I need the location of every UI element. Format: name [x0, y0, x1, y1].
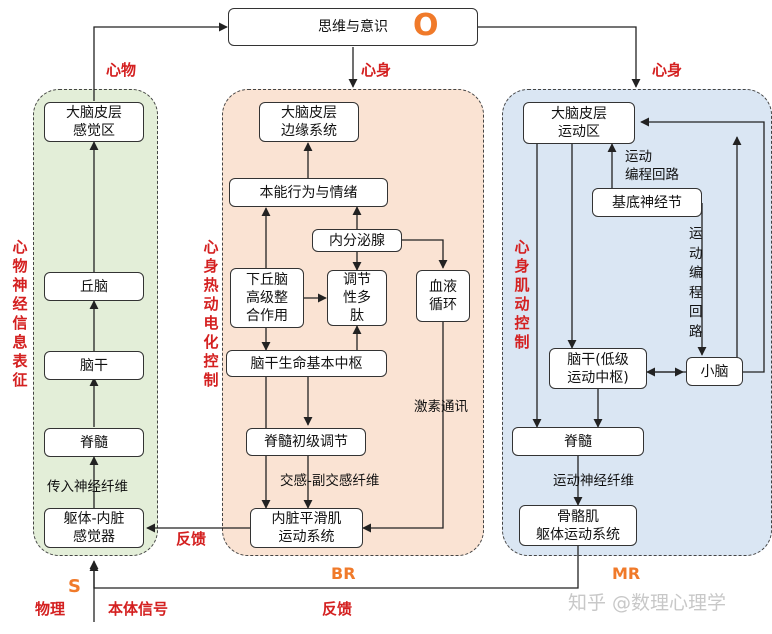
feedback-bottom-label: 反馈: [322, 600, 353, 618]
limbic-cortex-box: 大脑皮层 边缘系统: [259, 102, 359, 142]
body-signal-label: 本体信号: [108, 600, 169, 618]
middle-brainstem-box: 脑干生命基本中枢: [226, 350, 387, 377]
br-mark: BR: [331, 564, 356, 583]
right-spinal-box: 脊髓: [512, 427, 644, 456]
right-side-title: 心身肌动控制: [514, 238, 530, 351]
thalamus-box: 丘脑: [44, 272, 144, 301]
xin-shen-mid-label: 心身: [361, 61, 392, 79]
basal-ganglia-box: 基底神经节: [592, 188, 702, 217]
left-spinal-box: 脊髓: [44, 428, 144, 457]
s-mark: S: [68, 576, 81, 597]
watermark-text: 知乎 @数理心理学: [568, 592, 727, 614]
motor-cortex-box: 大脑皮层 运动区: [523, 102, 635, 144]
receptor-box: 躯体-内脏 感觉器: [44, 508, 144, 548]
middle-spinal-box: 脊髓初级调节: [246, 428, 366, 456]
feedback-right-label: 反馈: [176, 530, 207, 548]
hypothalamus-box: 下丘脑 高级整 合作用: [230, 268, 304, 328]
instinct-emotion-box: 本能行为与情绪: [229, 178, 388, 207]
motor-fiber-label: 运动神经纤维: [553, 473, 634, 489]
right-brainstem-box: 脑干(低级 运动中枢): [549, 348, 647, 389]
left-brainstem-box: 脑干: [44, 351, 144, 380]
left-side-title: 心物神经信息表征: [12, 238, 28, 389]
autonomic-fiber-label: 交感-副交感纤维: [280, 473, 380, 489]
cerebellum-box: 小脑: [686, 357, 743, 386]
blood-circulation-box: 血液 循环: [416, 270, 470, 322]
xin-shen-right-label: 心身: [652, 61, 683, 79]
mind-label: 思维与意识: [318, 19, 388, 35]
hormone-communication-label: 激素通讯: [414, 399, 468, 415]
xin-wu-label: 心物: [106, 61, 137, 79]
peptide-box: 调节 性多 肽: [327, 270, 387, 326]
right-panel: [502, 89, 772, 556]
sensory-cortex-box: 大脑皮层 感觉区: [44, 102, 144, 142]
motor-loop-label: 运动 编程回路: [625, 149, 679, 183]
o-mark: O: [413, 8, 439, 43]
endocrine-box: 内分泌腺: [312, 229, 402, 252]
smooth-muscle-box: 内脏平滑肌 运动系统: [250, 508, 363, 548]
mr-mark: MR: [612, 564, 641, 583]
physics-label: 物理: [35, 600, 66, 618]
middle-side-title: 心身热动电化控制: [203, 238, 219, 389]
afferent-label: 传入神经纤维: [47, 479, 128, 495]
mind-consciousness-box: 思维与意识: [228, 8, 478, 46]
motor-loop-vertical-label: 运动编程回路: [689, 226, 703, 340]
left-panel: [33, 89, 158, 556]
skeletal-muscle-box: 骨骼肌 躯体运动系统: [519, 505, 637, 546]
